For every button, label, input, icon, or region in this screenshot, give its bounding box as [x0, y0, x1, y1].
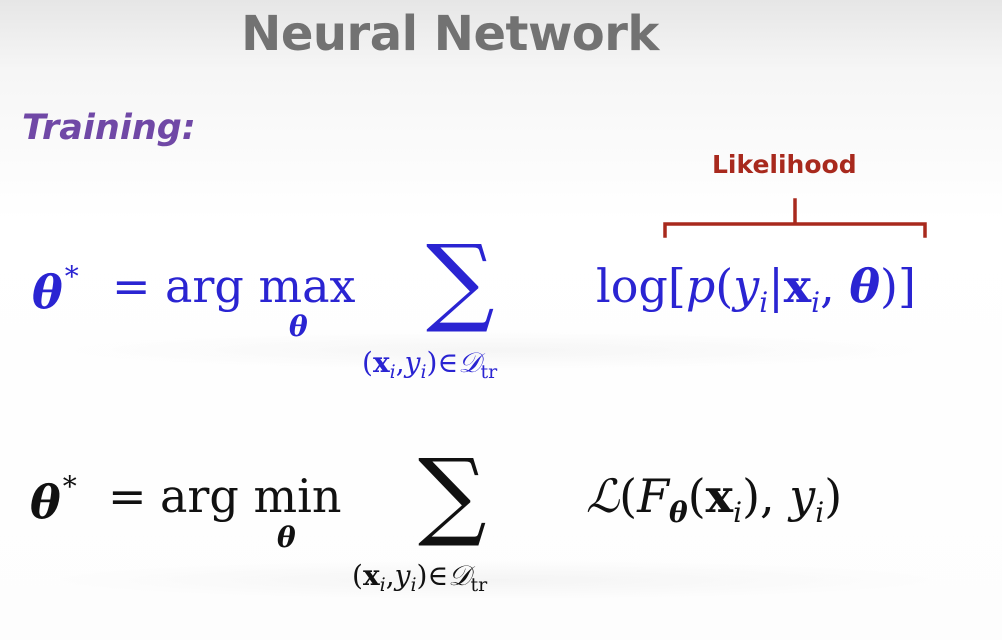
argmax-subscript-theta: θ — [289, 310, 308, 343]
theta-star: θ* — [30, 470, 77, 526]
argmax-operator: arg max — [165, 259, 356, 313]
likelihood-annotation: Likelihood — [712, 150, 857, 179]
equals-sign: = — [108, 469, 147, 523]
theta-symbol: θ — [32, 265, 63, 319]
summation-symbol: ∑ — [426, 224, 495, 336]
equals-sign: = — [112, 259, 151, 313]
argmin-subscript-theta: θ — [277, 521, 296, 554]
log-likelihood-term: log[p(yi|xi, θ)] — [596, 259, 916, 319]
background-haze — [30, 560, 960, 600]
loss-term: ℒ(Fθ(xi), yi) — [586, 469, 843, 529]
star-superscript: * — [64, 260, 79, 293]
argmin-operator: arg min — [160, 469, 342, 523]
summation-symbol: ∑ — [418, 438, 487, 550]
likelihood-bracket — [663, 198, 927, 238]
slide-title: Neural Network — [241, 6, 659, 62]
background-haze — [30, 330, 960, 370]
section-label-training: Training: — [22, 108, 196, 148]
star-superscript: * — [62, 470, 77, 503]
summation-subscript: (xi,yi)∈𝒟tr — [352, 559, 488, 596]
theta-symbol: θ — [30, 475, 61, 529]
theta-star: θ* — [32, 260, 79, 316]
summation-subscript: (xi,yi)∈𝒟tr — [362, 346, 498, 383]
